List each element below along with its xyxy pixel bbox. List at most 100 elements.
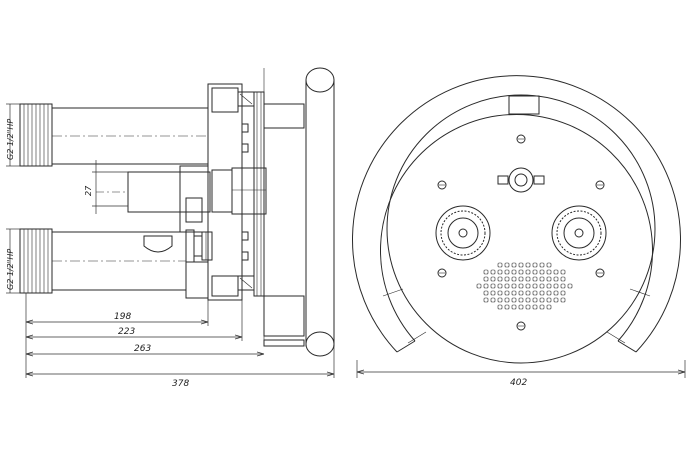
grid-hole (546, 276, 552, 282)
grid-hole (539, 297, 545, 303)
dim-width: 402 (510, 378, 527, 388)
grid-hole (560, 276, 566, 282)
pipe-thread-label-bottom: G2 1/2"НР (6, 228, 20, 294)
grid-hole (532, 283, 538, 289)
dim-263: 263 (134, 344, 151, 354)
flange-plate (253, 68, 305, 347)
side-view: G2 1/2"НР G2 1/2"НР 27 198 223 (6, 67, 335, 389)
grid-hole (490, 290, 496, 296)
grid-hole (539, 269, 545, 275)
pipe-label-bottom: G2 1/2"НР (6, 249, 15, 290)
grid-hole (518, 276, 524, 282)
grid-hole (532, 269, 538, 275)
grid-hole (525, 269, 531, 275)
dimension-402: 402 (356, 360, 686, 388)
grid-hole (560, 283, 566, 289)
grid-hole (511, 276, 517, 282)
suction-grid (476, 262, 573, 310)
grid-hole (518, 290, 524, 296)
grid-hole (553, 290, 559, 296)
grid-hole (539, 290, 545, 296)
grid-hole (525, 276, 531, 282)
grid-hole (497, 297, 503, 303)
handrail (263, 67, 335, 357)
grid-hole (560, 297, 566, 303)
grid-hole (546, 269, 552, 275)
grid-hole (483, 269, 489, 275)
grid-hole (497, 262, 503, 268)
upper-pipe (19, 103, 209, 167)
grid-hole (525, 283, 531, 289)
grid-hole (504, 304, 510, 310)
grid-hole (504, 297, 510, 303)
grid-hole (511, 269, 517, 275)
horizontal-dimensions: 198 223 263 378 (25, 293, 335, 389)
dim-small-label: 27 (84, 185, 93, 196)
grid-hole (511, 283, 517, 289)
grid-hole (553, 269, 559, 275)
grid-hole (497, 269, 503, 275)
middle-pipe (96, 165, 211, 233)
grid-hole (490, 283, 496, 289)
grid-hole (532, 297, 538, 303)
grid-hole (497, 276, 503, 282)
pipe-thread-label-top: G2 1/2"НР (6, 103, 20, 167)
grid-hole (497, 290, 503, 296)
grid-hole (539, 304, 545, 310)
grid-hole (490, 297, 496, 303)
dim-198: 198 (114, 312, 131, 322)
grid-hole (518, 283, 524, 289)
grid-hole (497, 283, 503, 289)
grid-hole (546, 290, 552, 296)
dimension-27: 27 (84, 160, 128, 214)
grid-hole (504, 290, 510, 296)
dim-223: 223 (118, 327, 135, 337)
grid-hole (553, 297, 559, 303)
pipe-socket (143, 235, 173, 253)
dim-total: 378 (172, 379, 189, 389)
grid-hole (518, 262, 524, 268)
grid-hole (553, 283, 559, 289)
grid-hole (560, 290, 566, 296)
grid-hole (490, 276, 496, 282)
grid-hole (497, 304, 503, 310)
grid-hole (483, 297, 489, 303)
grid-hole (525, 297, 531, 303)
faceplate (386, 94, 656, 364)
grid-hole (532, 262, 538, 268)
grid-hole (560, 269, 566, 275)
grid-hole (504, 283, 510, 289)
grid-hole (532, 290, 538, 296)
grid-hole (518, 297, 524, 303)
grid-hole (511, 297, 517, 303)
grid-hole (483, 290, 489, 296)
grid-hole (553, 276, 559, 282)
grid-hole (511, 262, 517, 268)
grid-hole (532, 276, 538, 282)
lower-pipe (19, 228, 213, 299)
grid-hole (518, 304, 524, 310)
grid-hole (539, 276, 545, 282)
grid-hole (476, 283, 482, 289)
grid-hole (539, 262, 545, 268)
grid-hole (546, 297, 552, 303)
grid-hole (511, 304, 517, 310)
grid-hole (504, 262, 510, 268)
grid-hole (539, 283, 545, 289)
handrail-ring-inner (380, 114, 653, 342)
grid-hole (525, 262, 531, 268)
grid-hole (525, 290, 531, 296)
grid-hole (511, 290, 517, 296)
grid-hole (567, 283, 573, 289)
grid-hole (525, 304, 531, 310)
grid-hole (490, 269, 496, 275)
air-control-knob (497, 167, 545, 193)
housing-body (207, 83, 267, 301)
grid-hole (504, 269, 510, 275)
massage-jets (435, 205, 607, 261)
grid-hole (546, 304, 552, 310)
grid-hole (504, 276, 510, 282)
grid-hole (546, 283, 552, 289)
screws (437, 134, 605, 331)
